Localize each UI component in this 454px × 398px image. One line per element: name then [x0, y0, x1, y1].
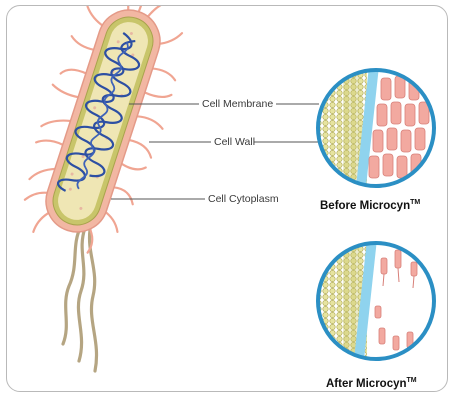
diagram-frame: Cell Membrane Cell Wall Cell Cytoplasm B…: [6, 5, 448, 392]
caption-after: After MicrocynTM: [326, 374, 417, 391]
trademark-mark: TM: [410, 199, 420, 206]
after-zoom-circle: [307, 239, 434, 369]
caption-before-text: Before Microcyn: [320, 200, 410, 212]
label-cell-membrane: Cell Membrane: [202, 98, 273, 110]
before-zoom-circle: [307, 66, 434, 196]
caption-after-text: After Microcyn: [326, 378, 407, 390]
leader-lines: [111, 104, 323, 199]
caption-before: Before MicrocynTM: [320, 196, 420, 213]
trademark-mark: TM: [407, 377, 417, 384]
label-cell-cytoplasm: Cell Cytoplasm: [208, 193, 279, 205]
label-cell-wall: Cell Wall: [214, 136, 255, 148]
